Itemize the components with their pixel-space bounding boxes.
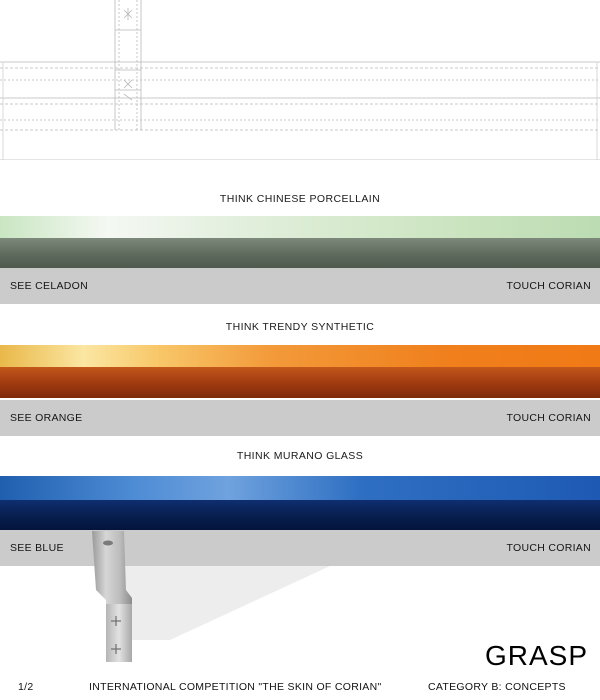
celadon-band: SEE CELADON TOUCH CORIAN	[0, 268, 600, 304]
orange-shelf	[0, 345, 600, 398]
see-label: SEE BLUE	[10, 542, 64, 554]
orange-band: SEE ORANGE TOUCH CORIAN	[0, 400, 600, 436]
think-caption-porcelain: THINK CHINESE PORCELLAIN	[219, 193, 381, 205]
think-caption-glass: THINK MURANO GLASS	[236, 450, 364, 462]
orange-shelf-top	[0, 345, 600, 367]
orange-shelf-front	[0, 367, 600, 398]
touch-label: TOUCH CORIAN	[506, 542, 591, 554]
see-label: SEE ORANGE	[10, 412, 83, 424]
celadon-shelf-top	[0, 216, 600, 238]
touch-label: TOUCH CORIAN	[506, 280, 591, 292]
think-caption-synthetic: THINK TRENDY SYNTHETIC	[225, 321, 375, 333]
blue-shelf	[0, 476, 600, 531]
blue-shelf-front	[0, 500, 600, 531]
category-label: CATEGORY B: CONCEPTS	[428, 681, 566, 693]
celadon-shelf-front	[0, 238, 600, 268]
see-label: SEE CELADON	[10, 280, 88, 292]
touch-label: TOUCH CORIAN	[506, 412, 591, 424]
blue-shelf-top	[0, 476, 600, 500]
brand-title: GRASP	[484, 640, 588, 671]
competition-title: INTERNATIONAL COMPETITION "THE SKIN OF C…	[89, 681, 382, 693]
technical-drawing	[0, 0, 600, 160]
celadon-shelf	[0, 216, 600, 268]
page-number: 1/2	[18, 681, 34, 693]
